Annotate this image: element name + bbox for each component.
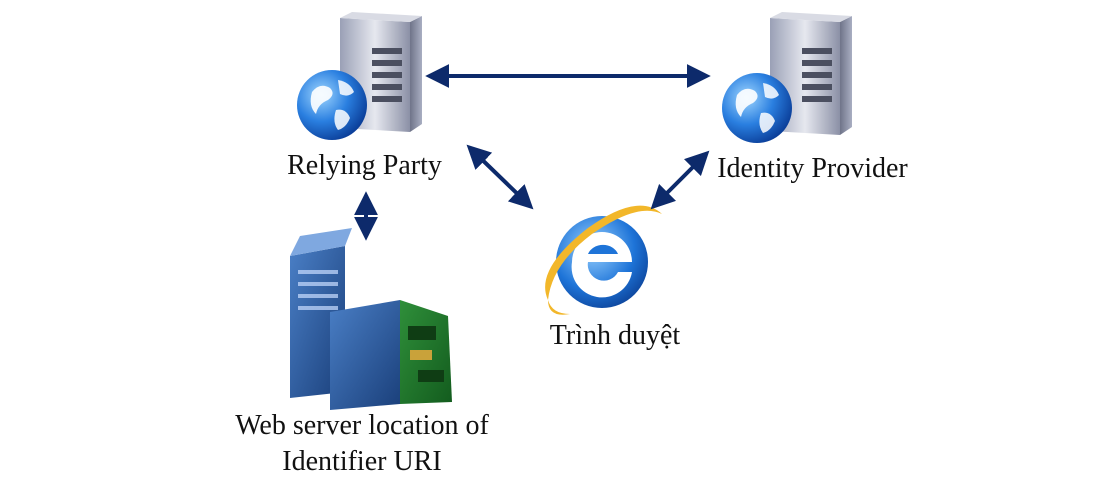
arrow-rp-browser	[466, 144, 534, 210]
server-rack-icon	[290, 228, 452, 410]
identity-provider-globe-icon	[722, 73, 792, 143]
arrow-idp-browser	[650, 150, 710, 210]
web-server-label-line1: Web server location of	[235, 410, 489, 441]
web-server-label-line2: Identifier URI	[282, 446, 442, 477]
identity-provider-label: Identity Provider	[717, 153, 908, 184]
internet-explorer-icon	[545, 205, 662, 315]
relying-party-globe-icon	[297, 70, 367, 140]
web-server-label: Web server location of Identifier URI	[212, 408, 512, 480]
browser-label: Trình duyệt	[549, 320, 681, 351]
relying-party-label: Relying Party	[287, 150, 442, 181]
